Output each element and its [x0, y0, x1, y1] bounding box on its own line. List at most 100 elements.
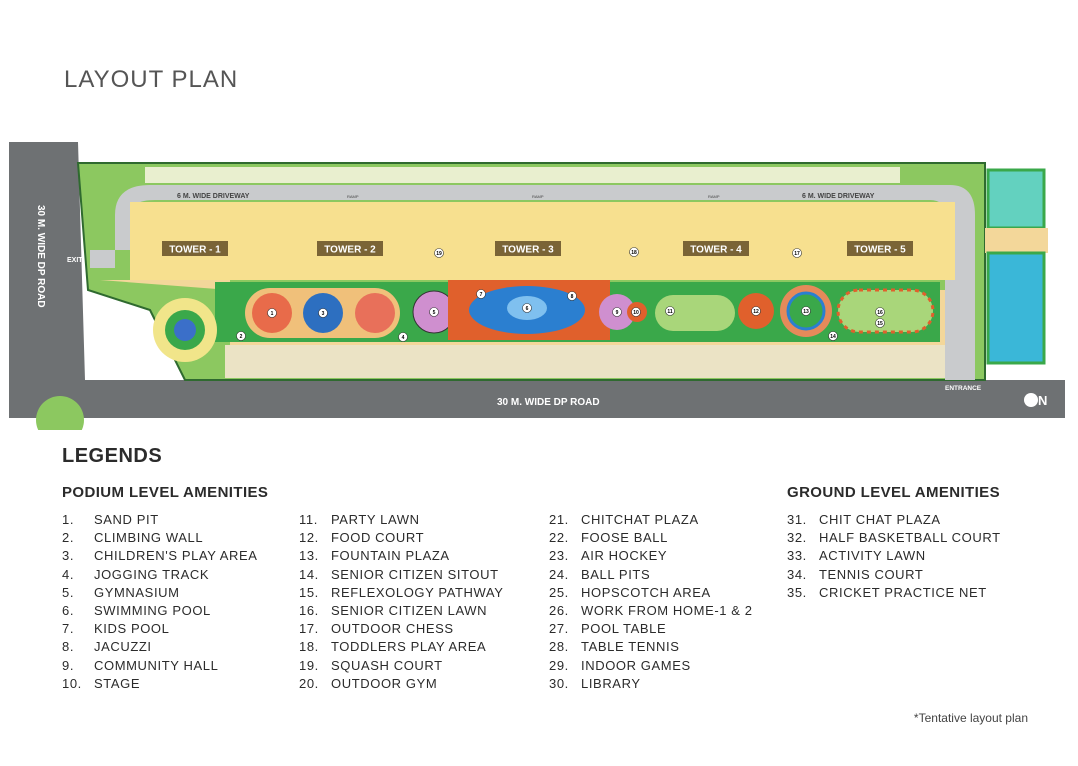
- amenity-marker: [612, 307, 622, 317]
- legend-number: 32.: [787, 530, 807, 546]
- legend-number: 33.: [787, 548, 807, 564]
- legend-number: 17.: [299, 621, 319, 637]
- legend-number: 8.: [62, 639, 75, 655]
- legend-number: 25.: [549, 584, 569, 600]
- legend-label: CRICKET PRACTICE NET: [819, 584, 987, 600]
- activity-lawn: [985, 228, 1048, 253]
- amenity-marker-number: 14: [830, 334, 836, 340]
- tower-label-bg: [683, 241, 749, 256]
- legend-number: 4.: [62, 566, 75, 582]
- road-vertical-label: 30 M. WIDE DP ROAD: [35, 205, 46, 308]
- legend-number: 9.: [62, 657, 75, 673]
- amenity-marker: [567, 291, 577, 301]
- amenity-marker-number: 10: [633, 310, 639, 316]
- amenity-marker: [522, 303, 532, 313]
- ramp-label: RAMP: [532, 194, 544, 199]
- north-label: N: [1038, 393, 1047, 408]
- legend-label: WORK FROM HOME-1 & 2: [581, 602, 753, 618]
- legend-number: 22.: [549, 530, 569, 546]
- amenity-marker: [665, 306, 675, 316]
- legend-number: 30.: [549, 675, 569, 691]
- amenity-marker: [792, 248, 802, 258]
- amenity-marker: [267, 308, 277, 318]
- legend-label: TABLE TENNIS: [581, 639, 680, 655]
- amenity-marker-number: 1: [271, 311, 274, 317]
- legend-label: HALF BASKETBALL COURT: [819, 530, 1001, 546]
- legend-label: JOGGING TRACK: [94, 566, 210, 582]
- legend-number: 2.: [62, 530, 75, 546]
- parking-strip: [225, 345, 945, 378]
- legend-label: SAND PIT: [94, 512, 159, 527]
- amenity-marker-number: 6: [526, 306, 529, 312]
- legend-number: 21.: [549, 512, 569, 527]
- tree-strip: [145, 167, 900, 183]
- entrance-label: ENTRANCE: [945, 385, 982, 392]
- legend-number: 34.: [787, 566, 807, 582]
- legend-label: LIBRARY: [581, 675, 641, 691]
- legend-label: PARTY LAWN: [331, 512, 420, 527]
- party-lawn: [655, 295, 735, 331]
- amenity-marker: [801, 306, 811, 316]
- amenity-marker: [629, 247, 639, 257]
- amenity-marker-number: 12: [753, 309, 759, 315]
- legend-number: 1.: [62, 512, 75, 527]
- legend-label: TENNIS COURT: [819, 566, 924, 582]
- north-icon: [1024, 393, 1038, 407]
- legends-title: LEGENDS: [62, 445, 163, 467]
- legend-number: 16.: [299, 602, 319, 618]
- legend-number: 18.: [299, 639, 319, 655]
- legend-number: 27.: [549, 621, 569, 637]
- legend-number: 20.: [299, 675, 319, 691]
- legend-label: GYMNASIUM: [94, 584, 180, 600]
- legend-number: 29.: [549, 657, 569, 673]
- tennis-court: [986, 251, 1046, 365]
- road-vertical: [9, 142, 1065, 418]
- play-circle: [355, 293, 395, 333]
- basketball-court: [986, 168, 1046, 230]
- legend-number: 26.: [549, 602, 569, 618]
- driveway-label-right: 6 M. WIDE DRIVEWAY: [802, 193, 875, 200]
- amenity-marker: [429, 307, 439, 317]
- amenity-marker: [476, 289, 486, 299]
- legend-number: 6.: [62, 602, 75, 618]
- legend-number: 7.: [62, 621, 75, 637]
- tower-label-bg: [847, 241, 913, 256]
- amenity-marker-number: 5: [433, 310, 436, 316]
- legend-label: CHITCHAT PLAZA: [581, 512, 699, 527]
- legend-label: TODDLERS PLAY AREA: [331, 639, 487, 655]
- legend-label: SENIOR CITIZEN SITOUT: [331, 566, 499, 582]
- legend-number: 10.: [62, 675, 82, 691]
- legend-number: 23.: [549, 548, 569, 564]
- amenity-marker: [751, 306, 761, 316]
- amenity-marker-number: 3: [322, 311, 325, 317]
- legend-label: OUTDOOR GYM: [331, 675, 438, 691]
- amenity-marker-number: 9: [616, 310, 619, 316]
- legend-label: SENIOR CITIZEN LAWN: [331, 602, 488, 618]
- legend-number: 3.: [62, 548, 75, 564]
- legend-number: 11.: [299, 512, 318, 527]
- legend-label: POOL TABLE: [581, 621, 667, 637]
- amenity-marker-number: 7: [480, 292, 483, 298]
- legend-number: 24.: [549, 566, 569, 582]
- amenity-marker: [828, 331, 838, 341]
- legend-label: OUTDOOR CHESS: [331, 621, 454, 637]
- page-title: LAYOUT PLAN: [64, 66, 239, 93]
- legend-number: 13.: [299, 548, 319, 564]
- legend-number: 28.: [549, 639, 569, 655]
- legend-label: AIR HOCKEY: [581, 548, 668, 564]
- tower-label-bg: [162, 241, 228, 256]
- senior-citizen-lawn: [836, 288, 935, 334]
- legend-number: 12.: [299, 530, 319, 546]
- amenity-marker-number: 4: [402, 335, 405, 341]
- legend-number: 14.: [299, 566, 319, 582]
- amenity-marker-number: 15: [877, 321, 883, 327]
- amenity-marker-number: 2: [240, 334, 243, 340]
- legend-label: FOOD COURT: [331, 530, 425, 546]
- legend-label: CLIMBING WALL: [94, 530, 204, 546]
- tower-label: TOWER - 4: [690, 245, 742, 256]
- amenity-marker: [875, 307, 885, 317]
- legend-label: ACTIVITY LAWN: [819, 548, 926, 564]
- tower-label-bg: [495, 241, 561, 256]
